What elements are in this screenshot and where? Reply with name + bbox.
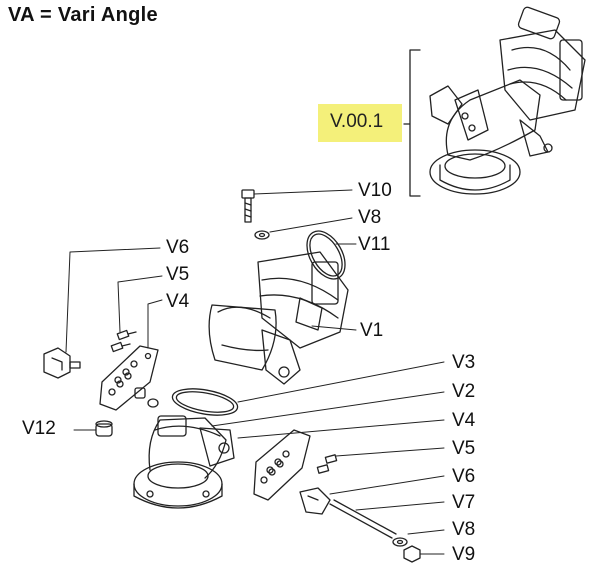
- assembly-ref-label: V.00.1: [330, 111, 384, 132]
- label-v11: V11: [358, 234, 391, 255]
- plate-v4-left: [99, 345, 159, 411]
- leader-lines: [65, 189, 445, 555]
- plate-v4-right: [253, 429, 311, 501]
- label-v1: V1: [360, 320, 384, 341]
- rod-v7: [329, 499, 397, 539]
- screws-v5-right: [316, 454, 338, 474]
- label-v4-left: V4: [166, 291, 190, 312]
- label-v9: V9: [452, 544, 476, 565]
- screws-v5-left: [110, 329, 137, 353]
- diagram-title: VA = Vari Angle: [8, 4, 158, 26]
- label-v8-top: V8: [358, 207, 382, 228]
- base-v2: [133, 415, 235, 509]
- label-v10: V10: [358, 180, 392, 201]
- knob-v6-left: [43, 347, 81, 379]
- label-v3: V3: [452, 352, 476, 373]
- label-v8-right: V8: [452, 519, 476, 540]
- body-v1: [208, 251, 349, 385]
- label-v6-right: V6: [452, 466, 476, 487]
- label-v5-left: V5: [166, 264, 190, 285]
- label-v2: V2: [452, 381, 476, 402]
- knob-v6-right: [299, 487, 331, 515]
- label-v7: V7: [452, 492, 476, 513]
- bolt-v10: [241, 189, 255, 223]
- assembly-ref-highlight: [318, 104, 402, 142]
- label-v6-left: V6: [166, 237, 190, 258]
- plug-v12: [95, 420, 113, 437]
- label-v4-right: V4: [452, 410, 476, 431]
- spacers: [134, 387, 159, 408]
- label-v5-right: V5: [452, 438, 476, 459]
- label-v12: V12: [22, 418, 56, 439]
- assembled-unit-illustration: [429, 6, 586, 195]
